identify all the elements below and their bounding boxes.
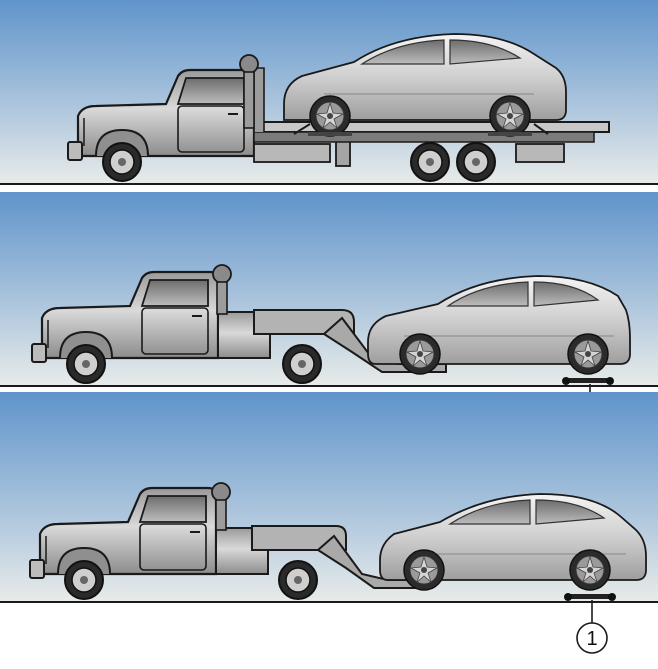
panel-wheel-lift-rear-dollies: 1	[0, 192, 658, 442]
tow-truck-icon	[66, 54, 610, 182]
tow-truck-icon	[28, 482, 433, 600]
panel-flatbed	[0, 0, 658, 192]
car-icon	[367, 275, 631, 375]
wheel-dolly-icon	[562, 377, 614, 385]
wheel-dolly-icon	[564, 593, 616, 601]
car-icon	[283, 33, 567, 137]
panel-wheel-lift-front-dollies: 1	[0, 392, 658, 669]
callout-number: 1	[586, 628, 597, 650]
callout-badge: 1	[576, 622, 608, 654]
car-icon	[379, 493, 647, 591]
